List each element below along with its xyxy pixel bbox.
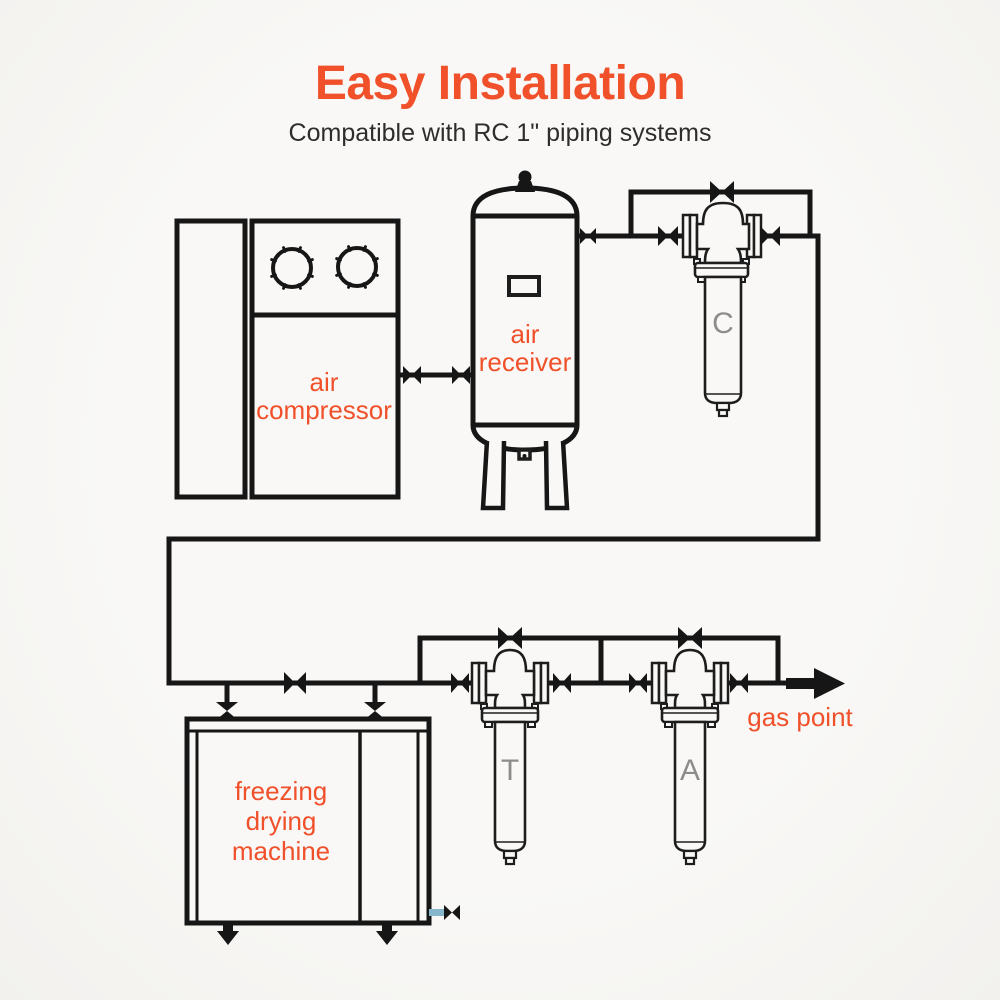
gauge-icon (270, 246, 314, 290)
valve-filter-c-inlet-icon (658, 226, 678, 246)
valve-filter-t-inlet-icon (451, 673, 469, 693)
freezing-drying-machine (184, 716, 445, 945)
gas-point-arrow-icon (786, 668, 845, 699)
dryer-cabinet (184, 716, 432, 926)
valve-filter-c-bypass-icon (710, 181, 734, 203)
dryer-label-line3: machine (232, 836, 330, 866)
receiver-drain-icon (517, 448, 532, 461)
filter-t-letter: T (501, 754, 519, 787)
relief-valve-icon (515, 170, 535, 192)
valve-receiver-inlet-icon (452, 366, 470, 384)
air-receiver-tank (470, 170, 580, 511)
air-compressor-label-line2: compressor (256, 395, 392, 425)
page-subtitle: Compatible with RC 1" piping systems (288, 119, 712, 147)
compressor-main-cabinet (249, 218, 401, 500)
filter-c-letter: C (712, 307, 734, 340)
flange (752, 213, 763, 259)
valve-filter-c-outlet-icon (760, 226, 780, 246)
valve-dryer-inlet-1-icon (216, 702, 238, 720)
compressor-side-cabinet (174, 218, 248, 500)
flange (719, 661, 730, 705)
valve-filter-a-outlet-icon (730, 673, 748, 693)
valve-dryer-inlet-2-icon (364, 702, 386, 720)
valve-filter-a-inlet-icon (629, 673, 647, 693)
filter-head (484, 648, 536, 710)
filter-c-assembly: C (681, 201, 763, 418)
gauge-icon (335, 245, 379, 289)
filter-head (695, 201, 751, 265)
valve-filter-t-outlet-icon (553, 673, 571, 693)
air-receiver-label-line2: receiver (479, 347, 572, 377)
receiver-leg (480, 440, 507, 511)
filter-head (664, 648, 716, 710)
condensate-arrow-icon (376, 923, 398, 945)
valve-bypass-a-icon (678, 627, 702, 649)
filter-drain-tip (684, 856, 696, 866)
air-compressor-unit (174, 218, 401, 500)
filter-a-assembly: A (650, 648, 730, 866)
air-receiver-label-line1: air (511, 319, 540, 349)
diagram-labels: air compressor air receiver freezing dry… (232, 319, 854, 866)
filter-t-assembly: T (470, 648, 550, 866)
valve-main-line-icon (284, 672, 306, 694)
dryer-drain-stub (429, 909, 445, 916)
filter-drain-tip (717, 408, 729, 418)
valves (216, 181, 780, 920)
receiver-nameplate (507, 275, 541, 297)
flange (539, 661, 550, 705)
page-title: Easy Installation (314, 57, 686, 110)
receiver-leg (543, 440, 570, 511)
filter-drain-tip (504, 856, 516, 866)
filter-a-letter: A (680, 754, 700, 787)
valve-bypass-t-icon (498, 627, 522, 649)
filter-bowl (703, 275, 743, 405)
air-compressor-label-line1: air (310, 367, 339, 397)
dryer-label-line1: freezing (235, 776, 328, 806)
valve-dryer-drain-icon (444, 905, 460, 920)
valve-compressor-outlet-icon (403, 366, 421, 384)
dryer-label-line2: drying (246, 806, 317, 836)
valve-receiver-outlet-icon (580, 228, 596, 244)
condensate-arrow-icon (217, 923, 239, 945)
gas-point-label: gas point (747, 702, 853, 732)
